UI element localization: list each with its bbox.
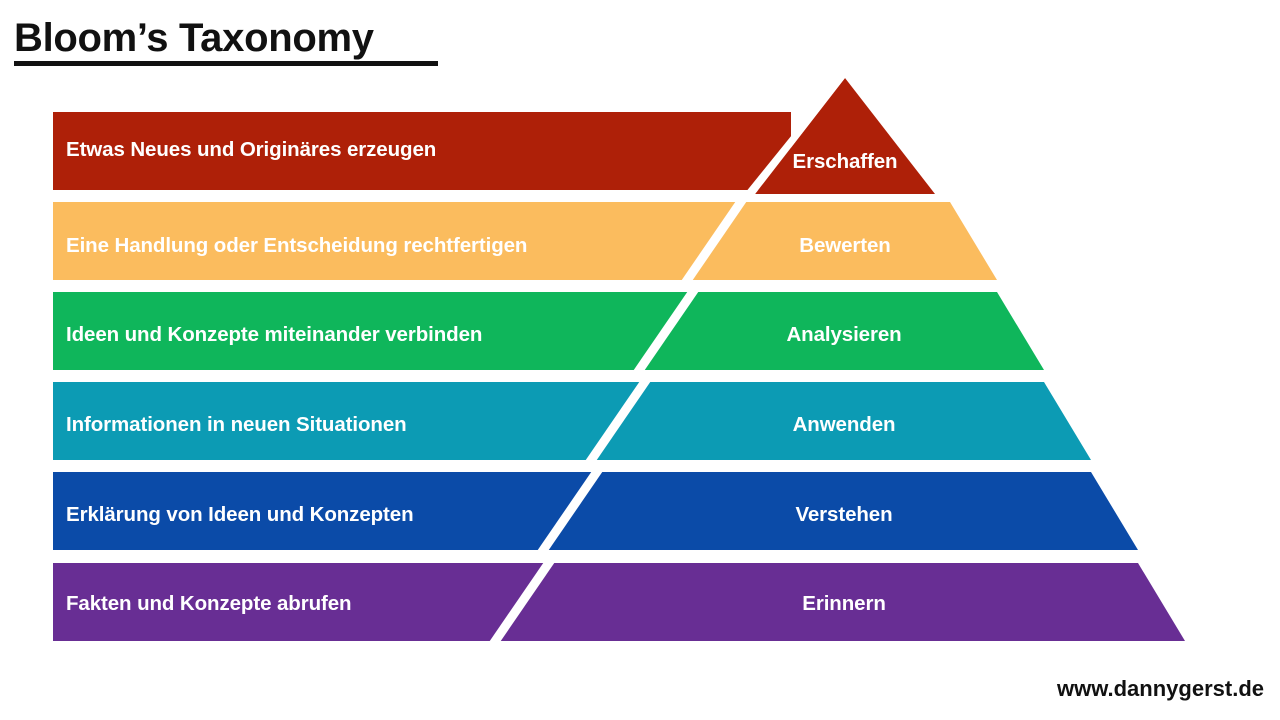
level-description-analysieren: Ideen und Konzepte miteinander verbinden	[66, 323, 483, 346]
level-slab-anwenden	[600, 382, 1091, 460]
pyramid-level-erinnern[interactable]	[53, 559, 1185, 645]
page-title-text: Bloom’s Taxonomy	[14, 16, 374, 60]
pyramid-edge-left-verstehen	[535, 468, 605, 554]
level-name-bewerten: Bewerten	[799, 234, 891, 257]
level-description-bewerten: Eine Handlung oder Entscheidung rechtfer…	[66, 234, 528, 257]
pyramid-edge-left-analysieren	[631, 288, 701, 374]
level-name-verstehen: Verstehen	[795, 503, 893, 526]
pyramid-level-bewerten[interactable]	[53, 198, 997, 284]
level-slab-analysieren	[648, 292, 1044, 370]
level-name-erschaffen: Erschaffen	[792, 150, 898, 173]
level-description-erinnern: Fakten und Konzepte abrufen	[66, 592, 352, 615]
pyramid-edge-left-anwenden	[583, 378, 653, 464]
level-description-erschaffen: Etwas Neues und Originäres erzeugen	[66, 138, 437, 161]
level-slab-verstehen	[552, 472, 1138, 550]
level-bar-erschaffen	[53, 112, 791, 190]
level-bar-anwenden	[53, 382, 647, 460]
level-name-erinnern: Erinnern	[802, 592, 886, 615]
level-description-verstehen: Erklärung von Ideen und Konzepten	[66, 503, 414, 526]
pyramid-level-analysieren[interactable]	[53, 288, 1044, 374]
level-bar-analysieren	[53, 292, 695, 370]
level-description-anwenden: Informationen in neuen Situationen	[66, 413, 407, 436]
pyramid-level-verstehen[interactable]	[53, 468, 1138, 554]
level-slab-bewerten	[696, 202, 997, 280]
pyramid-level-anwenden[interactable]	[53, 378, 1091, 464]
level-slab-erschaffen	[755, 78, 935, 194]
level-bar-verstehen	[53, 472, 599, 550]
page-title: Bloom’s Taxonomy	[14, 16, 438, 66]
level-bar-erinnern	[53, 563, 551, 641]
level-name-anwenden: Anwenden	[792, 413, 896, 436]
pyramid-level-erschaffen[interactable]	[53, 78, 935, 198]
page-title-underline	[14, 61, 438, 66]
pyramid-edge-left-erschaffen	[741, 78, 845, 198]
pyramid-edge-left-bewerten	[679, 198, 749, 284]
pyramid-edge-left-erinnern	[487, 559, 557, 645]
footer-website-url[interactable]: www.dannygerst.de	[1056, 676, 1264, 701]
level-name-analysieren: Analysieren	[786, 323, 902, 346]
level-slab-erinnern	[504, 563, 1185, 641]
level-bar-bewerten	[53, 202, 743, 280]
